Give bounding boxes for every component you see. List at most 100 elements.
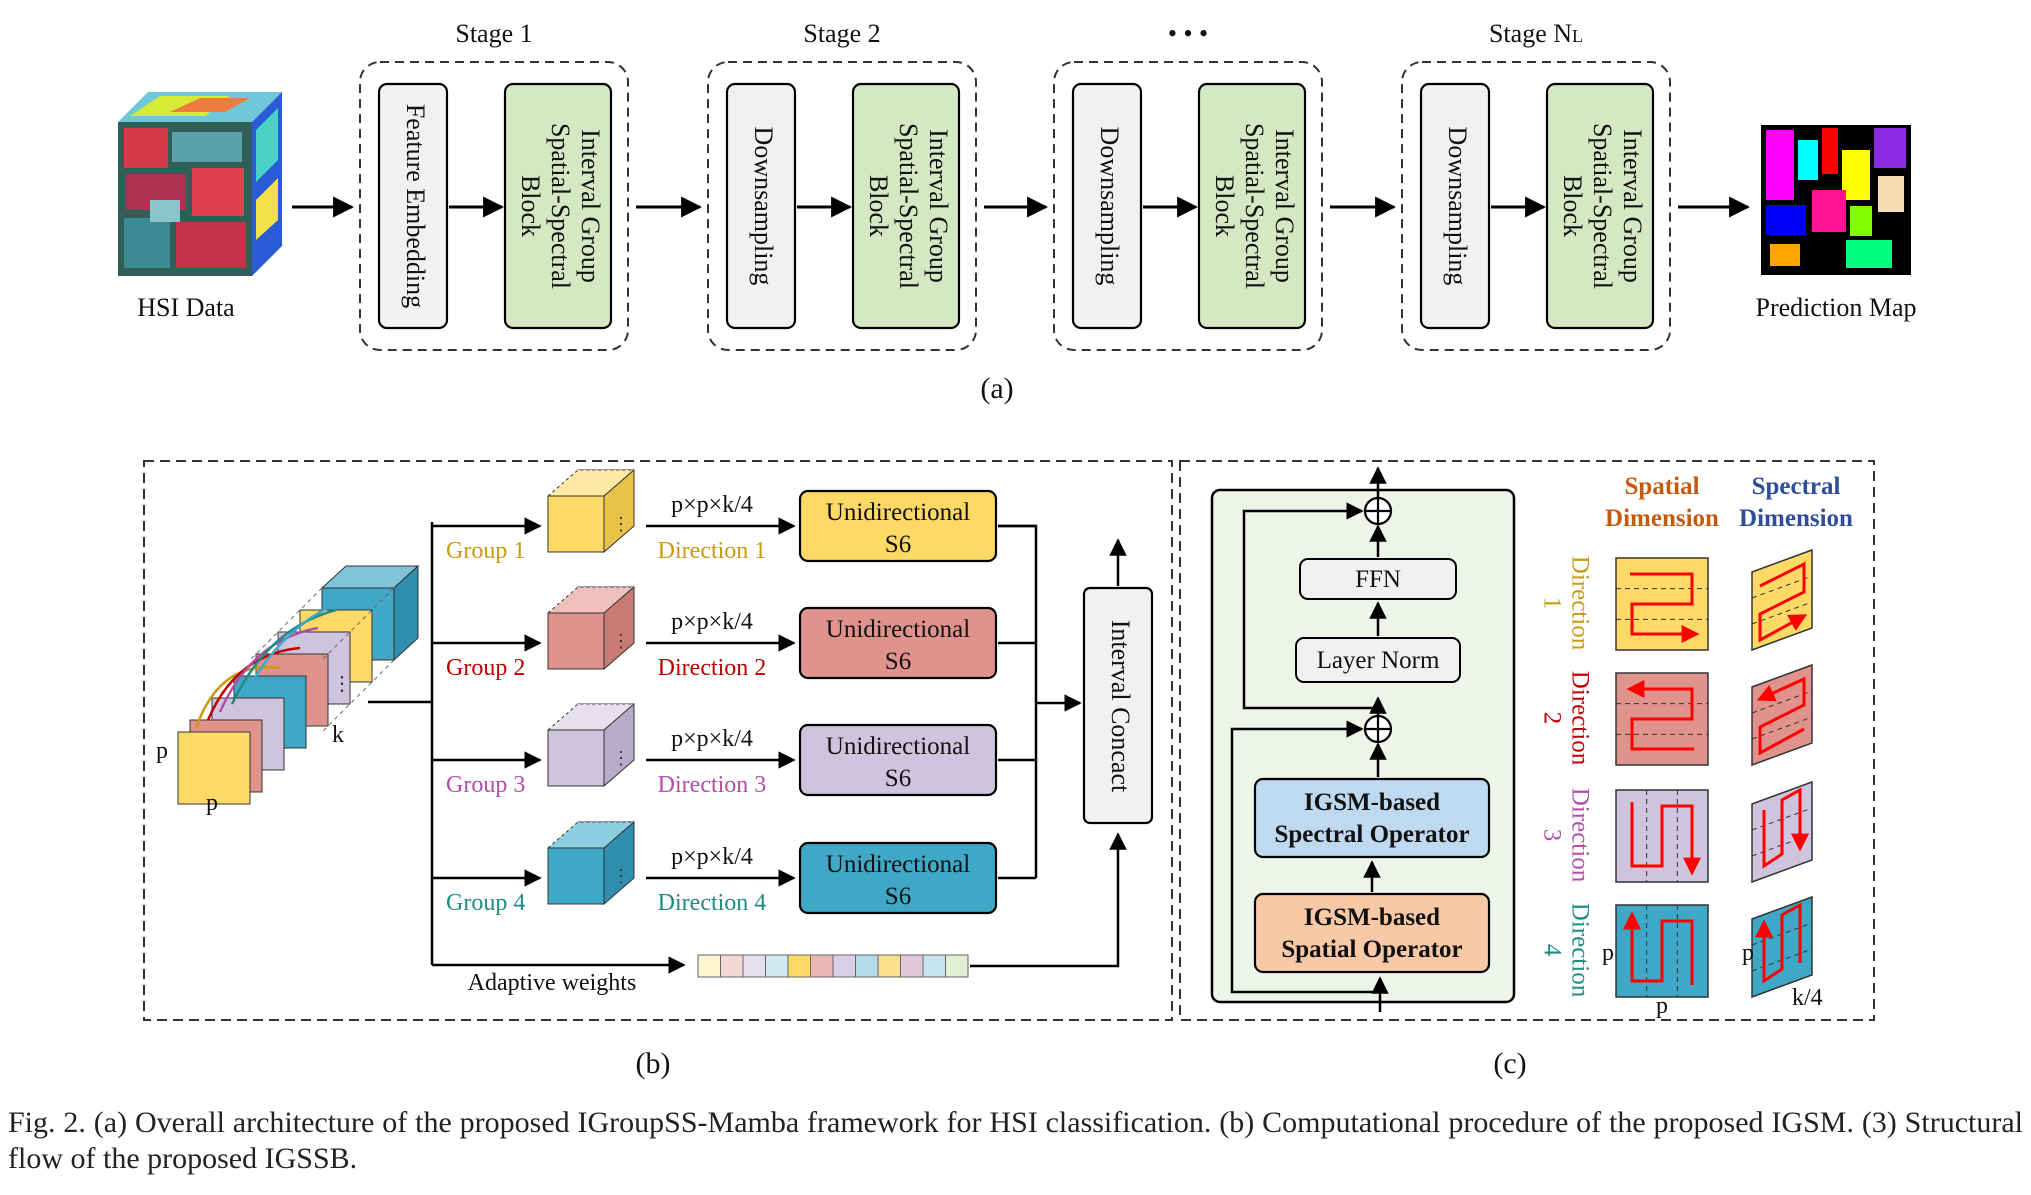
figure-caption: Fig. 2. (a) Overall architecture of the … bbox=[8, 1106, 2023, 1175]
stage-frame bbox=[1401, 61, 1671, 351]
grid-line bbox=[1751, 575, 1813, 599]
stage-second-label: Interval Group bbox=[576, 129, 605, 283]
weight-cell bbox=[720, 954, 744, 978]
stage-second-label: Block bbox=[864, 175, 893, 237]
weight-cell bbox=[765, 954, 789, 978]
grid-line bbox=[1751, 716, 1813, 740]
small-cube-dots: ⋮ bbox=[612, 748, 630, 768]
stage-first-box bbox=[377, 82, 449, 330]
prediction-map bbox=[1761, 125, 1911, 275]
direction-label: Direction 1 bbox=[658, 538, 767, 564]
ffn-label: FFN bbox=[1355, 566, 1401, 593]
small-cube-top bbox=[546, 821, 636, 849]
svg-text:⋮: ⋮ bbox=[332, 673, 352, 695]
dims-label: p×p×k/4 bbox=[671, 726, 753, 752]
group-label: Group 1 bbox=[446, 538, 525, 564]
weights-to-concat-arrow bbox=[970, 832, 1127, 968]
stage-second-label: Spatial-Spectral bbox=[1588, 123, 1617, 289]
stage-title: • • • bbox=[1168, 19, 1208, 48]
s6-line2: S6 bbox=[885, 648, 911, 675]
adaptive-weights-label: Adaptive weights bbox=[468, 970, 637, 996]
spectral-scan-path bbox=[1758, 561, 1808, 643]
small-cube-dots: ⋮ bbox=[612, 514, 630, 534]
spatial-scan-path bbox=[1630, 572, 1700, 643]
weight-cell bbox=[922, 954, 946, 978]
cube-label-k: k bbox=[332, 722, 344, 748]
stage-second-label: Block bbox=[1210, 175, 1239, 237]
cube-label-p-side: p bbox=[156, 738, 168, 764]
s6-line1: Unidirectional bbox=[826, 616, 970, 643]
spectral-operator-box bbox=[1253, 777, 1491, 859]
direction-number: 4 bbox=[1538, 944, 1565, 957]
s6-line2: S6 bbox=[885, 765, 911, 792]
spatial-op-line2: Spatial Operator bbox=[1281, 936, 1462, 963]
s6-line1: Unidirectional bbox=[826, 499, 970, 526]
spatial-op-line1: IGSM-based bbox=[1304, 904, 1440, 931]
group-label: Group 4 bbox=[446, 890, 525, 916]
stage-second-box bbox=[851, 82, 961, 330]
weight-cell bbox=[742, 954, 766, 978]
direction-label: Direction 2 bbox=[658, 655, 767, 681]
dims-label: p×p×k/4 bbox=[671, 492, 753, 518]
direction-word: Direction bbox=[1566, 556, 1593, 651]
weight-cell bbox=[832, 954, 856, 978]
small-cube-front bbox=[547, 612, 605, 670]
ffn-box bbox=[1299, 558, 1457, 600]
direction-label: Direction 4 bbox=[658, 890, 767, 916]
spatial-operator-box bbox=[1253, 892, 1491, 974]
add-circle-2 bbox=[1363, 496, 1393, 526]
small-cube-top bbox=[546, 703, 636, 731]
residual-2 bbox=[1242, 502, 1378, 710]
spatial-scan-path bbox=[1626, 680, 1694, 751]
hsi-data-cube bbox=[118, 92, 282, 276]
stage-second-label: Interval Group bbox=[924, 129, 953, 283]
spectral-header-1: Spectral bbox=[1752, 473, 1841, 500]
s6-line1: Unidirectional bbox=[826, 733, 970, 760]
s6-line2: S6 bbox=[885, 531, 911, 558]
spectral-op-line1: IGSM-based bbox=[1304, 789, 1440, 816]
adaptive-weights-bar bbox=[697, 954, 969, 978]
weight-cell bbox=[900, 954, 924, 978]
stage-second-label: Spatial-Spectral bbox=[1240, 123, 1269, 289]
panel-c-frame bbox=[1179, 460, 1875, 1021]
weight-cell bbox=[697, 954, 721, 978]
residual-1 bbox=[1230, 720, 1380, 994]
direction-number: 2 bbox=[1538, 712, 1565, 725]
label-p-spectral: p bbox=[1742, 940, 1754, 966]
stage-first-label: Downsampling bbox=[1095, 127, 1124, 286]
weight-cell bbox=[877, 954, 901, 978]
small-cube-top bbox=[546, 586, 636, 614]
spectral-scan-path bbox=[1756, 676, 1806, 756]
dims-label: p×p×k/4 bbox=[671, 609, 753, 635]
sublabel-a: (a) bbox=[980, 372, 1013, 405]
input-cube-stack: ⋮ bbox=[177, 564, 420, 805]
cube-label-p-bottom: p bbox=[206, 790, 218, 816]
sublabel-b: (b) bbox=[636, 1047, 671, 1080]
direction-number: 1 bbox=[1538, 597, 1565, 610]
unidirectional-s6-box bbox=[798, 489, 998, 563]
stage-second-label: Interval Group bbox=[1270, 129, 1299, 283]
direction-number: 3 bbox=[1538, 829, 1565, 842]
stage-second-box bbox=[1545, 82, 1655, 330]
small-cube-front bbox=[547, 847, 605, 905]
label-p-bottom: p bbox=[1656, 993, 1668, 1019]
unidirectional-s6-box bbox=[798, 723, 998, 797]
spatial-header-1: Spatial bbox=[1624, 473, 1699, 500]
stage-second-box bbox=[1197, 82, 1307, 330]
layer-norm-box bbox=[1295, 637, 1461, 683]
stage-frame bbox=[1053, 61, 1323, 351]
stage-second-label: Spatial-Spectral bbox=[894, 123, 923, 289]
weight-cell bbox=[810, 954, 834, 978]
grid-line bbox=[1751, 690, 1813, 714]
panel-c: IGSM-based Spatial Operator IGSM-based S… bbox=[1179, 460, 1875, 1080]
spectral-scan-path bbox=[1755, 902, 1802, 984]
spatial-scan-path bbox=[1630, 802, 1701, 876]
small-cube-top bbox=[546, 469, 636, 497]
stage-frame bbox=[359, 61, 629, 351]
label-k4: k/4 bbox=[1792, 985, 1823, 1011]
s6-line2: S6 bbox=[885, 883, 911, 910]
stage-first-box bbox=[1419, 82, 1491, 330]
